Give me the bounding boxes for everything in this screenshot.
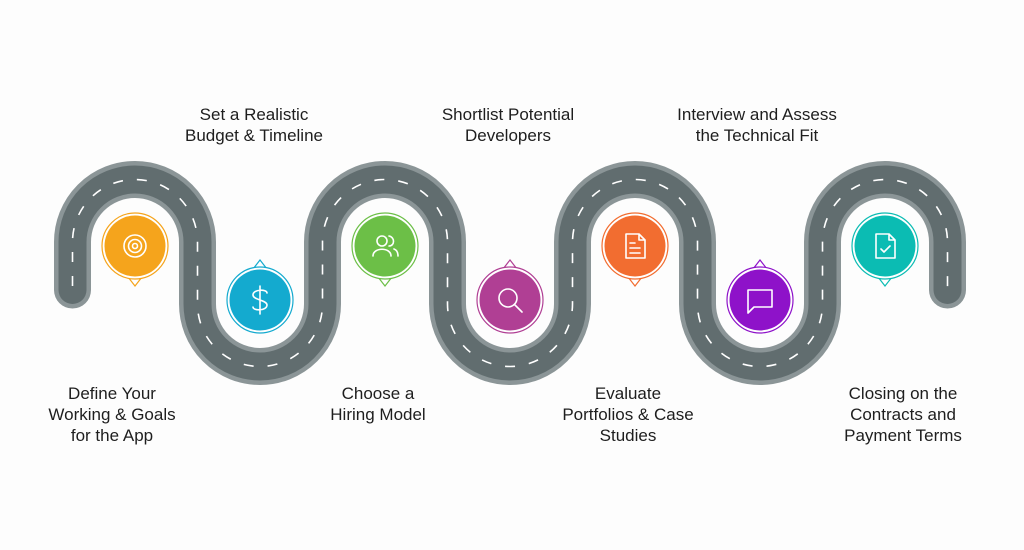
marker-disc — [729, 269, 791, 331]
label-line: Define Your — [68, 384, 156, 403]
label-line: Shortlist Potential — [441, 105, 575, 124]
label-line: Developers — [465, 126, 551, 145]
users-icon — [372, 235, 399, 257]
label-line: Working & Goals — [48, 405, 176, 424]
step-marker-6 — [726, 259, 794, 334]
label-line: the Technical Fit — [695, 126, 819, 145]
step-label-3: Choose a Hiring Model — [258, 383, 498, 425]
step-marker-3 — [351, 212, 419, 287]
label-line: Interview and Assess — [677, 105, 837, 124]
search-icon — [498, 288, 523, 313]
chat-icon — [747, 289, 773, 314]
label-line: Closing on the — [848, 384, 958, 403]
label-line: for the App — [70, 426, 154, 445]
label-line: Contracts and — [850, 405, 956, 424]
step-marker-4 — [476, 259, 544, 334]
dollar-icon — [252, 285, 268, 315]
step-marker-1 — [101, 212, 169, 287]
step-label-6: Interview and Assess the Technical Fit — [637, 104, 877, 146]
marker-disc — [104, 215, 166, 277]
label-line: Budget & Timeline — [185, 126, 323, 145]
label-line: Studies — [599, 426, 657, 445]
marker-disc — [854, 215, 916, 277]
label-line: Choose a — [341, 384, 415, 403]
label-line: Hiring Model — [330, 405, 426, 424]
step-marker-2 — [226, 259, 294, 334]
label-line: Portfolios & Case — [562, 405, 694, 424]
marker-disc — [479, 269, 541, 331]
document-check-icon — [875, 233, 896, 259]
marker-disc — [354, 215, 416, 277]
step-marker-7 — [851, 212, 919, 287]
document-icon — [625, 233, 646, 259]
label-line: Evaluate — [594, 384, 662, 403]
label-line: Payment Terms — [844, 426, 962, 445]
target-icon — [123, 234, 147, 258]
lane-markings — [71, 178, 949, 368]
label-line: Set a Realistic — [199, 105, 309, 124]
marker-disc — [604, 215, 666, 277]
step-marker-5 — [601, 212, 669, 287]
